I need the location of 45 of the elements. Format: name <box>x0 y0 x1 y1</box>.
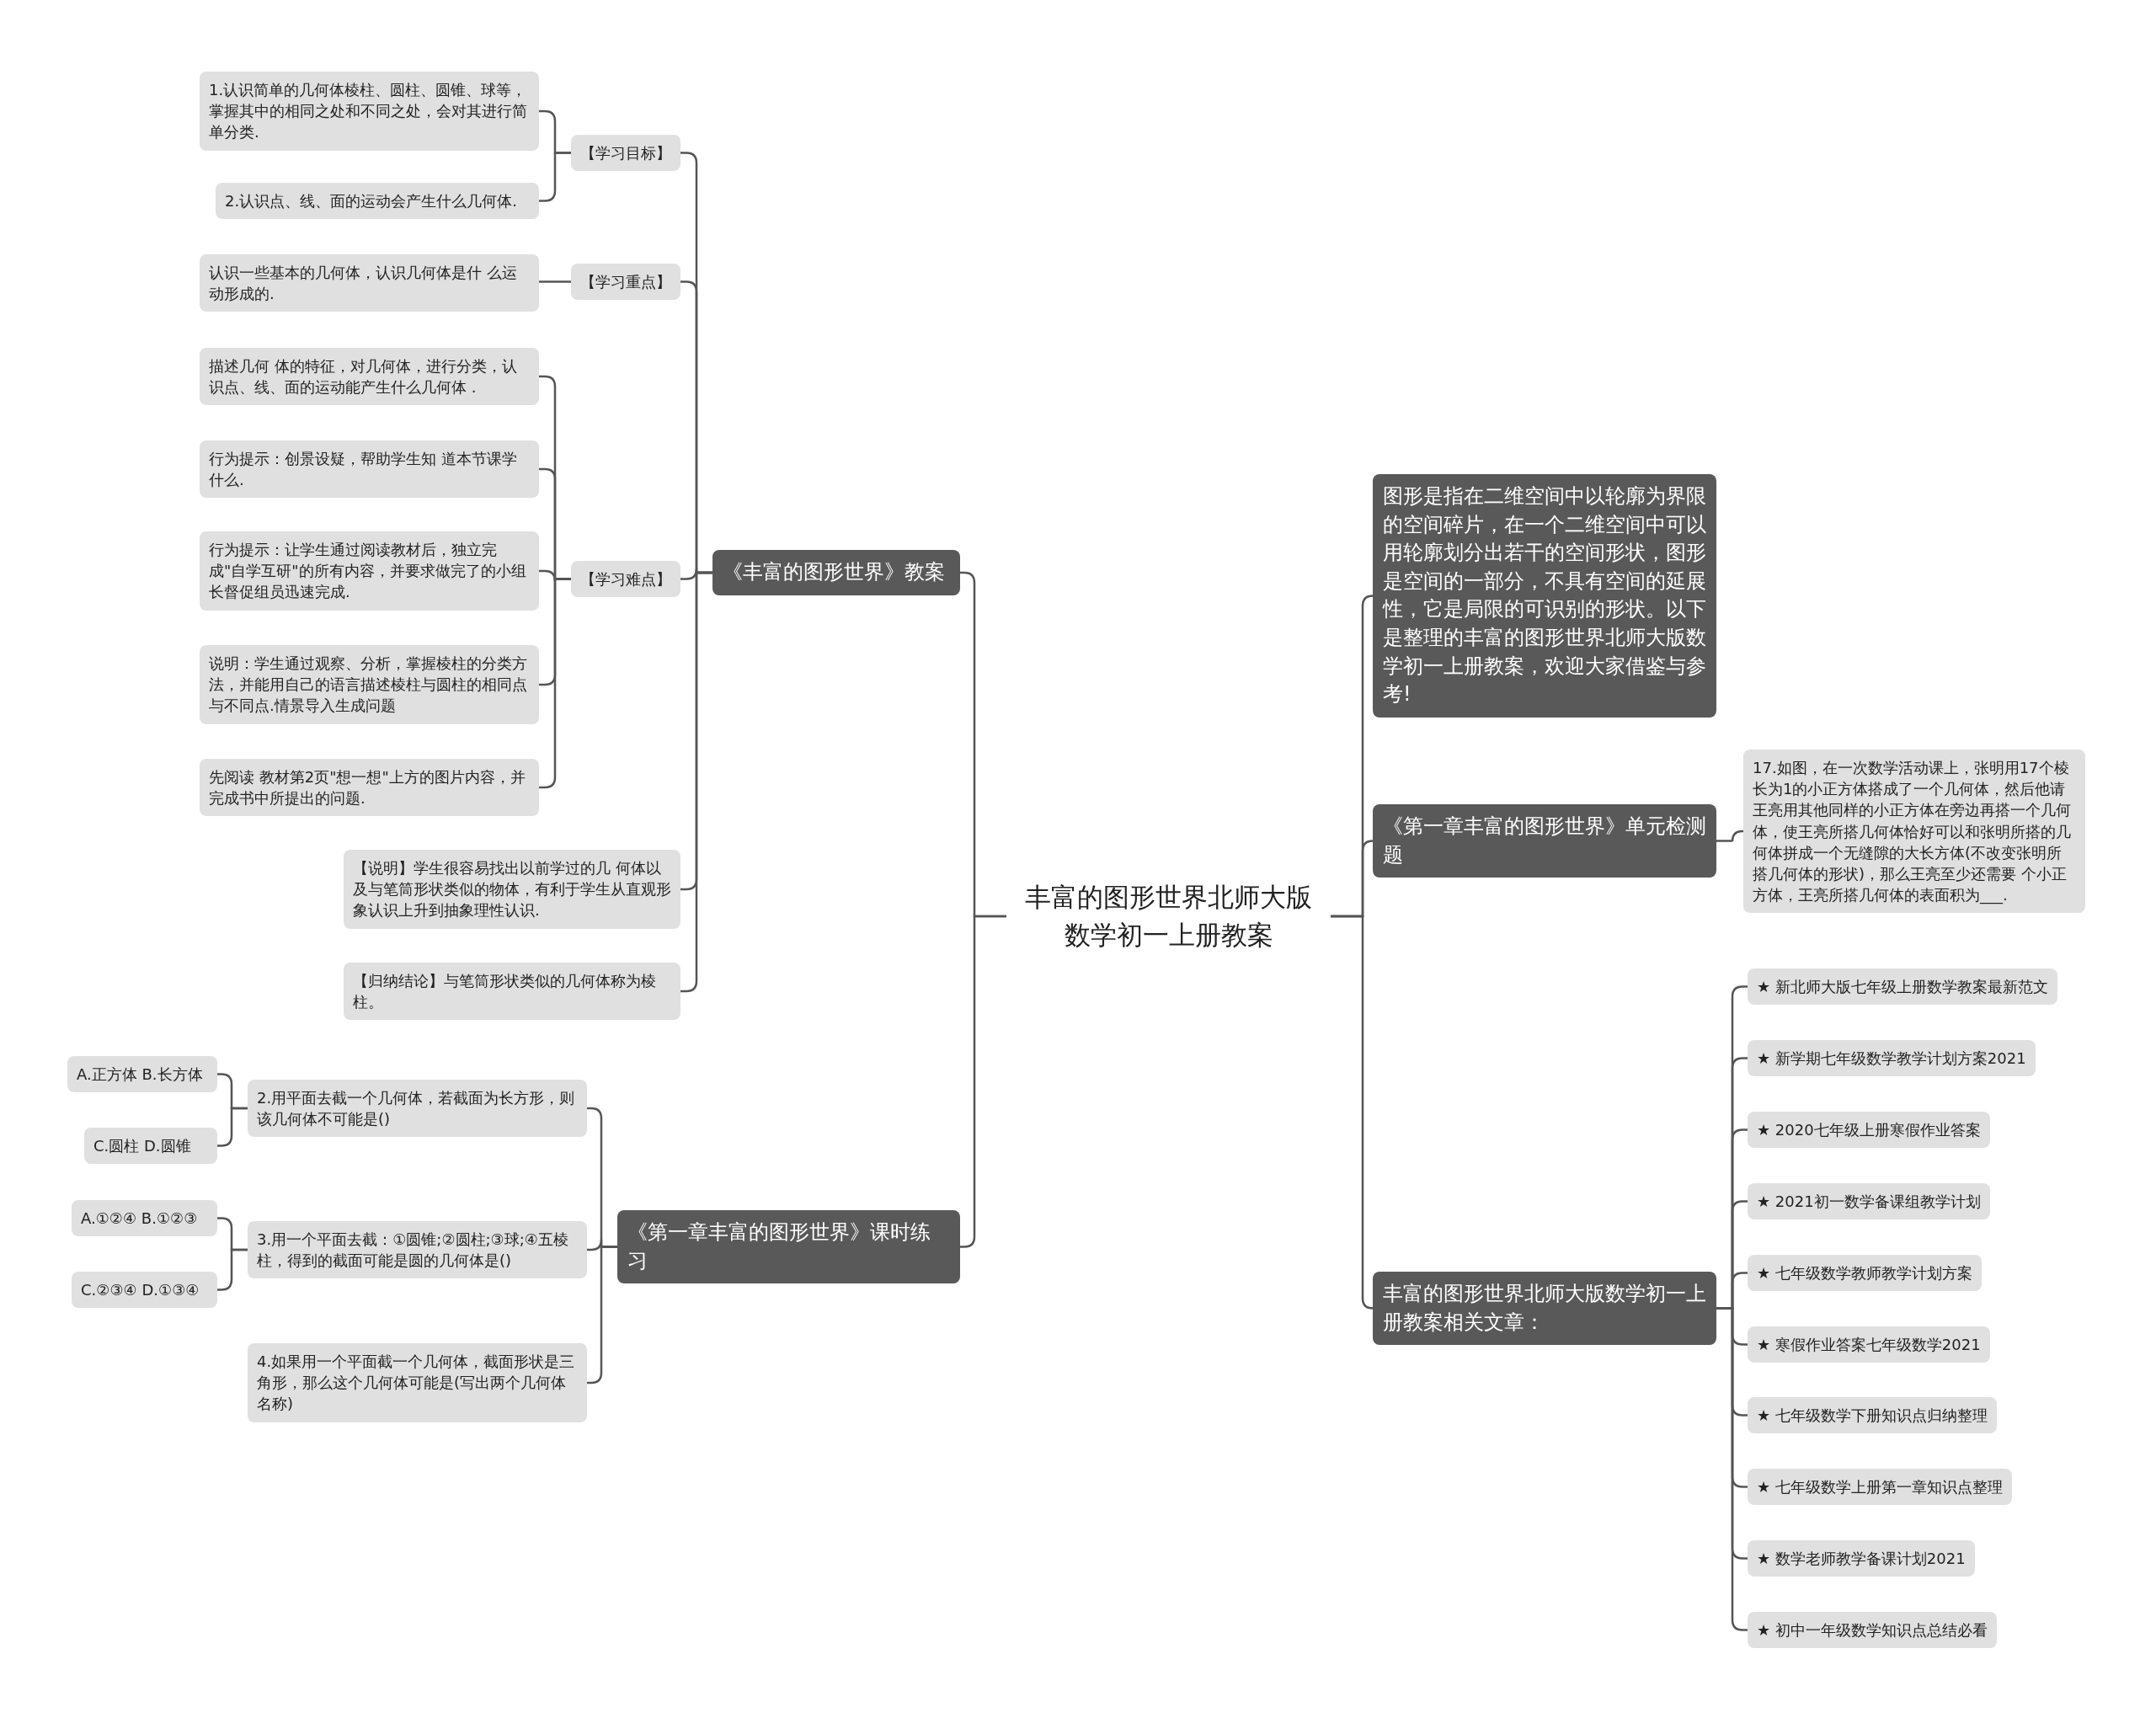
subtopic-box: C.②③④ D.①③④ <box>72 1272 217 1309</box>
subtopic-box: ★ 数学老师教学备课计划2021 <box>1748 1540 1975 1577</box>
subtopic-box: A.正方体 B.长方体 <box>67 1056 217 1093</box>
subtopic-box: 【学习难点】 <box>571 561 680 598</box>
subtopic-box: 描述几何 体的特征，对几何体，进行分类，认识点、线、面的运动能产生什么几何体 . <box>200 348 539 406</box>
topic-box: 《第一章丰富的图形世界》课时练习 <box>617 1210 960 1284</box>
connector-line <box>1716 1307 1748 1631</box>
connector-line <box>217 1248 248 1291</box>
subtopic-box: 4.如果用一个平面截一个几何体，截面形状是三角形，那么这个几何体可能是(写出两个几何体名称) <box>248 1343 587 1422</box>
subtopic-box: ★ 初中一年级数学知识点总结必看 <box>1748 1612 1997 1649</box>
subtopic-box: ★ 七年级数学下册知识点归纳整理 <box>1748 1397 1997 1434</box>
subtopic-box: ★ 新北师大版七年级上册数学教案最新范文 <box>1748 968 2057 1006</box>
subtopic-box: 【学习重点】 <box>571 264 680 301</box>
subtopic-box: 2.用平面去截一个几何体，若截面为长方形，则该几何体不可能是() <box>248 1080 587 1138</box>
connector-line <box>539 152 571 202</box>
subtopic-box: ★ 七年级数学上册第一章知识点整理 <box>1748 1469 2012 1506</box>
topic-box: 《丰富的图形世界》教案 <box>712 550 960 595</box>
subtopic-box: 3.用一个平面去截：①圆锥;②圆柱;③球;④五棱柱，得到的截面可能是圆的几何体是() <box>248 1221 587 1279</box>
connector-line <box>1331 915 1374 1310</box>
central-topic: 丰富的图形世界北师大版数学初一上册教案 <box>1006 873 1331 959</box>
topic-box: 图形是指在二维空间中以轮廓为界限的空间碎片，在一个二维空间中可以用轮廓划分出若干的空间形状，图形是空间的一部分，不具有空间的延展性，它是局限的可识别的形状。以下是整理的丰富的图形世界北师大版数学初一上册教案，欢迎大家借鉴与参考! <box>1373 474 1716 718</box>
subtopic-box: 认识一些基本的几何体，认识几何体是什 么运动形成的. <box>200 254 539 312</box>
topic-box: 《第一章丰富的图形世界》单元检测题 <box>1373 804 1716 878</box>
connector-line <box>539 578 571 789</box>
subtopic-box: 【归纳结论】与笔筒形状类似的几何体称为棱柱。 <box>344 963 680 1021</box>
subtopic-box: 先阅读 教材第2页"想一想"上方的图片内容，并完成书中所提出的问题. <box>200 759 539 817</box>
subtopic-box: ★ 七年级数学教师教学计划方案 <box>1748 1255 1982 1292</box>
connector-line <box>539 280 571 283</box>
connector-line <box>217 1107 248 1147</box>
subtopic-box: C.圆柱 D.圆锥 <box>84 1128 217 1165</box>
subtopic-box: A.①②④ B.①②③ <box>72 1200 217 1237</box>
subtopic-box: ★ 2021初一数学备课组教学计划 <box>1748 1183 1990 1220</box>
connector-line <box>1716 830 1744 843</box>
subtopic-box: 17.如图，在一次数学活动课上，张明用17个棱长为1的小正方体搭成了一个几何体，然后他请王亮用其他同样的小正方体在旁边再搭一个几何体，使王亮所搭几何体恰好可以和张明所搭的几何体拼成一个无缝隙的大长方体(不改变张明所搭几何体的形状)，那么王亮至少还需要 个小正方体，王亮所搭几何体的表面积为___. <box>1743 750 2085 914</box>
subtopic-box: 【说明】学生很容易找出以前学过的几 何体以及与笔筒形状类似的物体，有利于学生从直观形象认识上升到抽象理性认识. <box>344 850 680 929</box>
subtopic-box: 行为提示：创景设疑，帮助学生知 道本节课学什么. <box>200 440 539 499</box>
topic-box: 丰富的图形世界北师大版数学初一上册教案相关文章： <box>1373 1272 1716 1346</box>
subtopic-box: 行为提示：让学生通过阅读教材后，独立完成"自学互研"的所有内容，并要求做完了的小组长督促组员迅速完成. <box>200 531 539 611</box>
subtopic-box: 2.认识点、线、面的运动会产生什么几何体. <box>216 183 539 220</box>
subtopic-box: 【学习目标】 <box>571 135 680 172</box>
subtopic-box: 说明：学生通过观察、分析，掌握棱柱的分类方法，并能用自己的语言描述棱柱与圆柱的相同点与不同点.情景导入生成问题 <box>200 645 539 724</box>
subtopic-box: ★ 新学期七年级数学教学计划方案2021 <box>1748 1040 2036 1077</box>
subtopic-box: ★ 寒假作业答案七年级数学2021 <box>1748 1326 1990 1363</box>
subtopic-box: 1.认识简单的几何体棱柱、圆柱、圆锥、球等，掌握其中的相同之处和不同之处，会对其进行简单分类. <box>200 72 539 151</box>
subtopic-box: ★ 2020七年级上册寒假作业答案 <box>1748 1112 1990 1149</box>
